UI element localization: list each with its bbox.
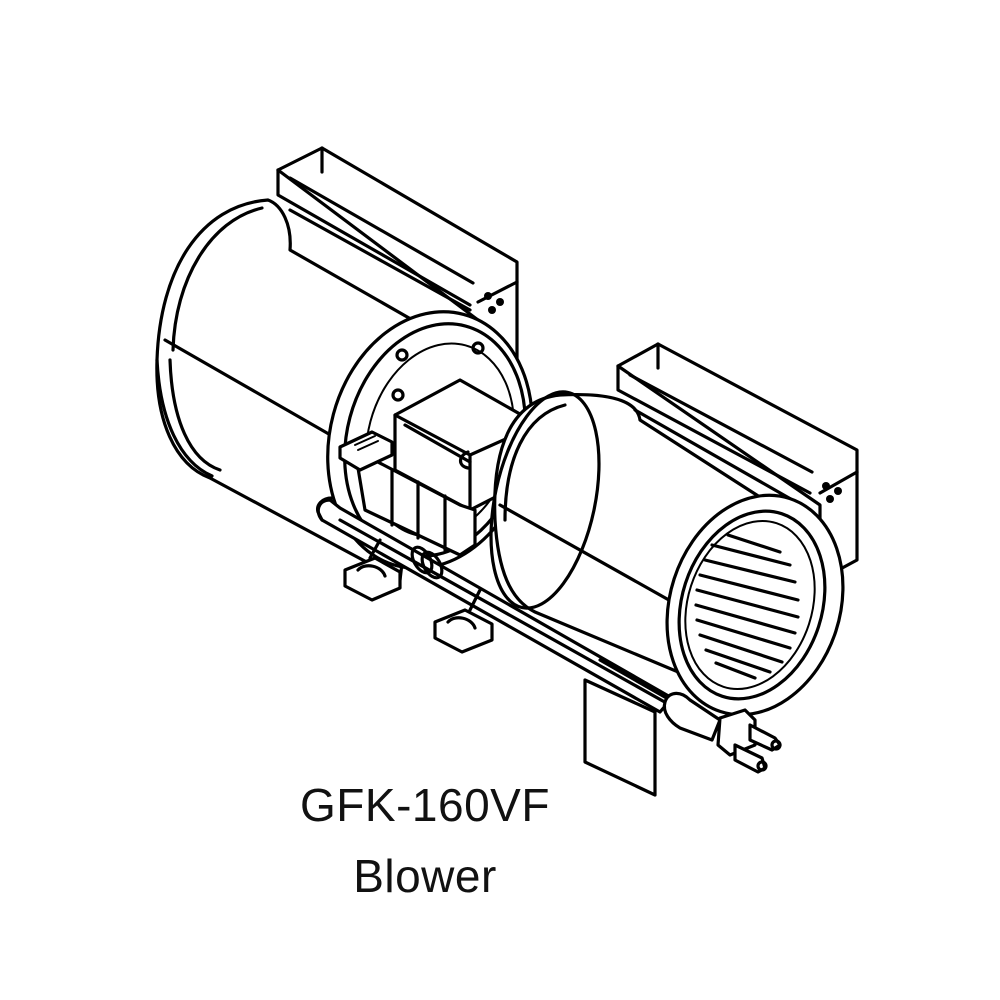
three-prong-plug — [716, 708, 782, 774]
right-blower-housing — [489, 342, 859, 717]
mounting-feet — [343, 538, 494, 654]
squirrel-cage-wheel — [694, 533, 800, 680]
power-cord — [598, 658, 722, 742]
label-tag — [583, 678, 657, 797]
model-number-label: GFK-160VF — [300, 779, 550, 831]
product-type-label: Blower — [353, 850, 497, 902]
cable-tie — [410, 545, 444, 580]
